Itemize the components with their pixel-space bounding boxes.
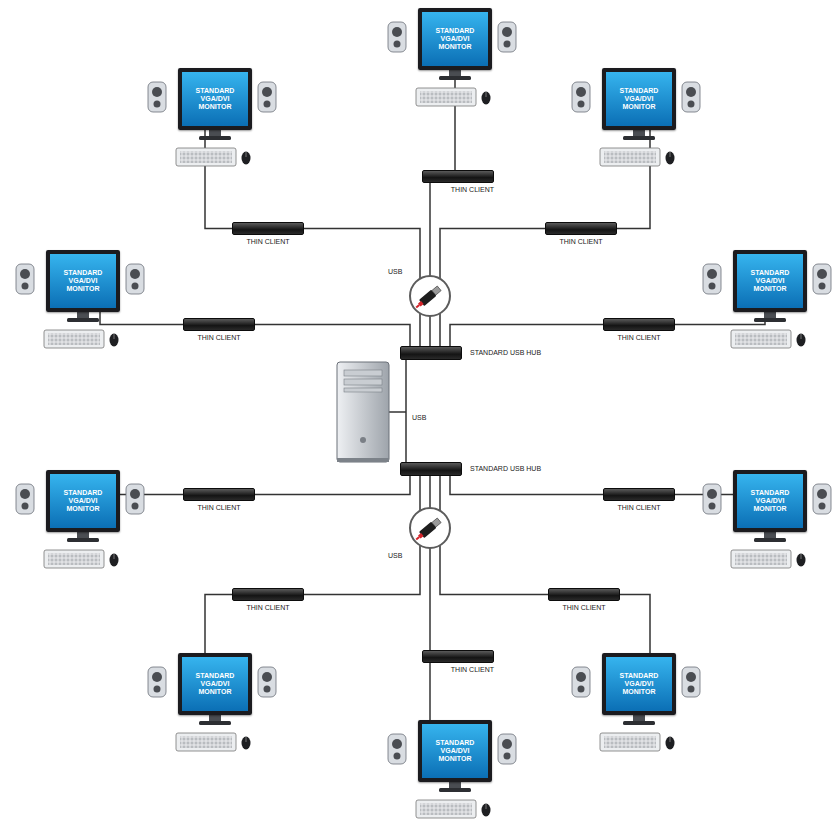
monitor-label: STANDARD VGA/DVI MONITOR	[611, 672, 667, 696]
usb-hub: STANDARD USB HUB	[400, 462, 541, 476]
monitor-screen: STANDARD VGA/DVI MONITOR	[733, 470, 807, 532]
client-box	[603, 488, 675, 501]
monitor-screen: STANDARD VGA/DVI MONITOR	[46, 250, 120, 312]
monitor-screen: STANDARD VGA/DVI MONITOR	[602, 653, 676, 715]
usb-junction	[410, 276, 450, 316]
cable-connector	[450, 325, 603, 347]
device-label: THIN CLIENT	[603, 334, 675, 342]
thin-client: THIN CLIENT	[548, 588, 620, 612]
monitor-label: STANDARD VGA/DVI MONITOR	[187, 87, 243, 111]
cable-connector	[100, 312, 183, 325]
monitor-screen: STANDARD VGA/DVI MONITOR	[733, 250, 807, 312]
client-box	[545, 222, 617, 235]
thin-client: THIN CLIENT	[422, 170, 494, 194]
thin-client: THIN CLIENT	[232, 588, 304, 612]
cable-connector	[255, 476, 410, 495]
client-box	[232, 588, 304, 601]
thin-client: THIN CLIENT	[603, 318, 675, 342]
monitor-label: STANDARD VGA/DVI MONITOR	[427, 739, 483, 763]
monitor-label: STANDARD VGA/DVI MONITOR	[55, 269, 111, 293]
monitor-screen: STANDARD VGA/DVI MONITOR	[46, 470, 120, 532]
device-label: THIN CLIENT	[548, 604, 620, 612]
hub-box	[400, 462, 462, 476]
cable-connector	[429, 476, 431, 650]
cable-connector	[205, 595, 232, 654]
monitor-screen: STANDARD VGA/DVI MONITOR	[178, 68, 252, 130]
client-box	[232, 222, 304, 235]
cable-connector	[675, 312, 765, 325]
thin-client: THIN CLIENT	[183, 318, 255, 342]
cable-connector	[620, 595, 650, 654]
monitor-label: STANDARD VGA/DVI MONITOR	[55, 489, 111, 513]
usb-hub: STANDARD USB HUB	[400, 346, 541, 360]
hub-box	[400, 346, 462, 360]
monitor-screen: STANDARD VGA/DVI MONITOR	[418, 8, 492, 70]
workstation-accessories	[16, 22, 831, 818]
client-box	[183, 488, 255, 501]
client-box	[183, 318, 255, 331]
cable-connector	[617, 130, 650, 229]
monitor-label: STANDARD VGA/DVI MONITOR	[742, 269, 798, 293]
thin-client: THIN CLIENT	[232, 222, 304, 246]
usb-label: USB	[412, 414, 426, 422]
cable-connector	[255, 325, 410, 347]
cable-connector	[440, 476, 548, 595]
client-box	[548, 588, 620, 601]
thin-client: THIN CLIENT	[422, 650, 494, 674]
cable-connector	[205, 130, 232, 229]
device-label: THIN CLIENT	[603, 504, 675, 512]
device-label: THIN CLIENT	[545, 238, 617, 246]
device-label: THIN CLIENT	[232, 604, 304, 612]
usb-label: USB	[388, 552, 402, 560]
device-label: STANDARD USB HUB	[470, 465, 541, 473]
thin-client: THIN CLIENT	[183, 488, 255, 512]
device-label: THIN CLIENT	[183, 504, 255, 512]
cable-connector	[440, 229, 545, 347]
monitor-screen: STANDARD VGA/DVI MONITOR	[178, 653, 252, 715]
client-box	[422, 650, 494, 663]
device-label: THIN CLIENT	[232, 238, 304, 246]
usb-label: USB	[388, 268, 402, 276]
device-label: THIN CLIENT	[422, 186, 494, 194]
device-label: STANDARD USB HUB	[470, 349, 541, 357]
monitor-label: STANDARD VGA/DVI MONITOR	[742, 489, 798, 513]
cable-connector	[429, 663, 431, 720]
client-box	[603, 318, 675, 331]
monitor-screen: STANDARD VGA/DVI MONITOR	[418, 720, 492, 782]
monitor-label: STANDARD VGA/DVI MONITOR	[611, 87, 667, 111]
client-box	[422, 170, 494, 183]
server-tower	[337, 362, 389, 462]
usb-junction	[410, 508, 450, 548]
cable-connector	[454, 70, 456, 170]
thin-client: THIN CLIENT	[545, 222, 617, 246]
cable-connector	[304, 229, 420, 347]
cable-connector	[450, 476, 603, 495]
monitor-label: STANDARD VGA/DVI MONITOR	[427, 27, 483, 51]
server-wire	[389, 360, 406, 462]
monitor-screen: STANDARD VGA/DVI MONITOR	[602, 68, 676, 130]
monitor-label: STANDARD VGA/DVI MONITOR	[187, 672, 243, 696]
cable-connector	[429, 183, 431, 346]
thin-client: THIN CLIENT	[603, 488, 675, 512]
cable-connector	[304, 476, 420, 595]
device-label: THIN CLIENT	[422, 666, 494, 674]
device-label: THIN CLIENT	[183, 334, 255, 342]
